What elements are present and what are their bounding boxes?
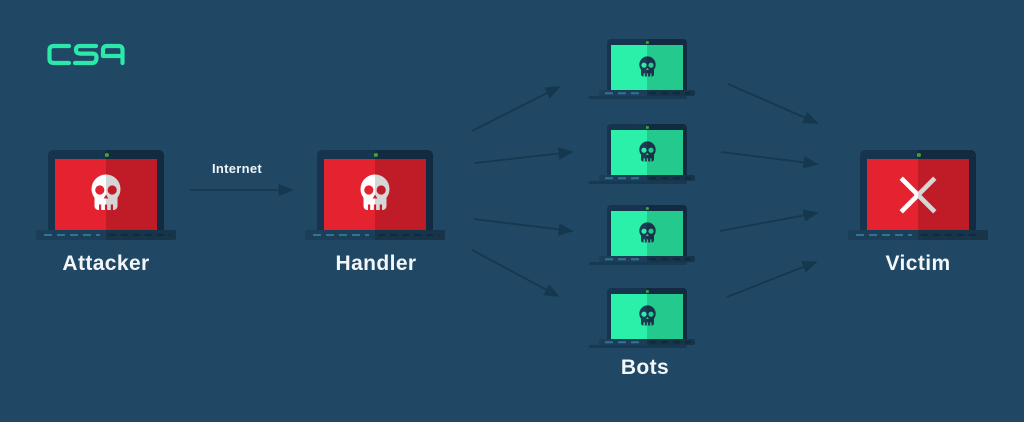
bot-screen <box>611 211 683 256</box>
camera-icon <box>98 153 102 157</box>
camera-icon <box>639 41 642 44</box>
laptop-screen-frame <box>48 150 164 230</box>
arrow-bot3-victim <box>719 209 819 232</box>
keyboard-dashes <box>604 258 644 260</box>
keyboard-dashes <box>648 258 692 260</box>
laptop-screen-frame <box>607 39 687 90</box>
keyboard-dashes <box>856 234 913 236</box>
keyboard-dashes <box>313 234 370 236</box>
camera-light-icon <box>374 153 378 157</box>
node-bot-3 <box>589 205 695 265</box>
bot-screen <box>611 130 683 175</box>
handler-label: Handler <box>335 252 417 275</box>
camera-light-icon <box>646 41 649 44</box>
logo-letter-s <box>72 43 99 66</box>
laptop-victim <box>848 150 988 240</box>
node-bot-4 <box>589 288 695 348</box>
arrow-bot2-victim <box>720 151 819 169</box>
laptop-screen-frame <box>607 124 687 175</box>
skull-icon <box>635 303 659 330</box>
camera-light-icon <box>646 126 649 129</box>
keyboard-dashes <box>604 92 644 94</box>
laptop-screen-frame <box>607 205 687 256</box>
logo-letter-c <box>47 43 72 66</box>
laptop-bot <box>589 124 695 184</box>
bot-screen <box>611 294 683 339</box>
node-attacker <box>36 150 176 240</box>
laptop-screen-frame <box>317 150 433 230</box>
skull-icon <box>635 220 659 247</box>
keyboard-dashes <box>648 177 692 179</box>
camera-icon <box>639 290 642 293</box>
camera-icon <box>367 153 371 157</box>
arrow-handler-bot3 <box>473 218 574 236</box>
arrow-handler-bot2 <box>474 147 574 164</box>
keyboard-dashes <box>604 177 644 179</box>
attacker-label: Attacker <box>62 252 150 275</box>
arrow-handler-bot1 <box>471 86 561 132</box>
laptop-handler <box>305 150 445 240</box>
laptop-base <box>599 256 695 262</box>
keyboard-dashes <box>920 234 983 236</box>
victim-label: Victim <box>885 252 951 275</box>
laptop-base <box>848 230 988 240</box>
bots-label: Bots <box>620 356 670 379</box>
arrow-bot4-victim <box>726 261 818 298</box>
laptop-shadow <box>589 181 687 184</box>
internet-label: Internet <box>211 161 263 176</box>
skull-icon <box>86 171 126 218</box>
arrow-handler-bot4 <box>471 249 560 297</box>
camera-icon <box>639 207 642 210</box>
arrow-bot1-victim <box>727 83 819 124</box>
keyboard-dashes <box>377 234 440 236</box>
camera-icon <box>639 126 642 129</box>
laptop-base <box>599 90 695 96</box>
keyboard-dashes <box>648 341 692 343</box>
camera-light-icon <box>646 207 649 210</box>
laptop-shadow <box>589 262 687 265</box>
laptop-attacker <box>36 150 176 240</box>
laptop-shadow <box>589 96 687 99</box>
laptop-shadow <box>589 345 687 348</box>
csa-logo <box>46 43 126 67</box>
bot-screen <box>611 45 683 90</box>
handler-screen <box>324 159 426 230</box>
victim-screen <box>867 159 969 230</box>
laptop-base <box>36 230 176 240</box>
laptop-bot <box>589 288 695 348</box>
laptop-bot <box>589 205 695 265</box>
laptop-base <box>305 230 445 240</box>
skull-icon <box>635 139 659 166</box>
attacker-screen <box>55 159 157 230</box>
camera-light-icon <box>105 153 109 157</box>
camera-icon <box>910 153 914 157</box>
node-victim <box>848 150 988 240</box>
keyboard-dashes <box>604 341 644 343</box>
x-icon <box>899 176 937 213</box>
node-handler <box>305 150 445 240</box>
node-bot-2 <box>589 124 695 184</box>
node-bot-1 <box>589 39 695 99</box>
skull-icon <box>635 54 659 81</box>
laptop-screen-frame <box>607 288 687 339</box>
skull-icon <box>355 171 395 218</box>
laptop-base <box>599 175 695 181</box>
camera-light-icon <box>646 290 649 293</box>
laptop-bot <box>589 39 695 99</box>
keyboard-dashes <box>648 92 692 94</box>
laptop-base <box>599 339 695 345</box>
keyboard-dashes <box>44 234 101 236</box>
keyboard-dashes <box>108 234 171 236</box>
laptop-screen-frame <box>860 150 976 230</box>
logo-letter-a <box>100 43 125 66</box>
camera-light-icon <box>917 153 921 157</box>
